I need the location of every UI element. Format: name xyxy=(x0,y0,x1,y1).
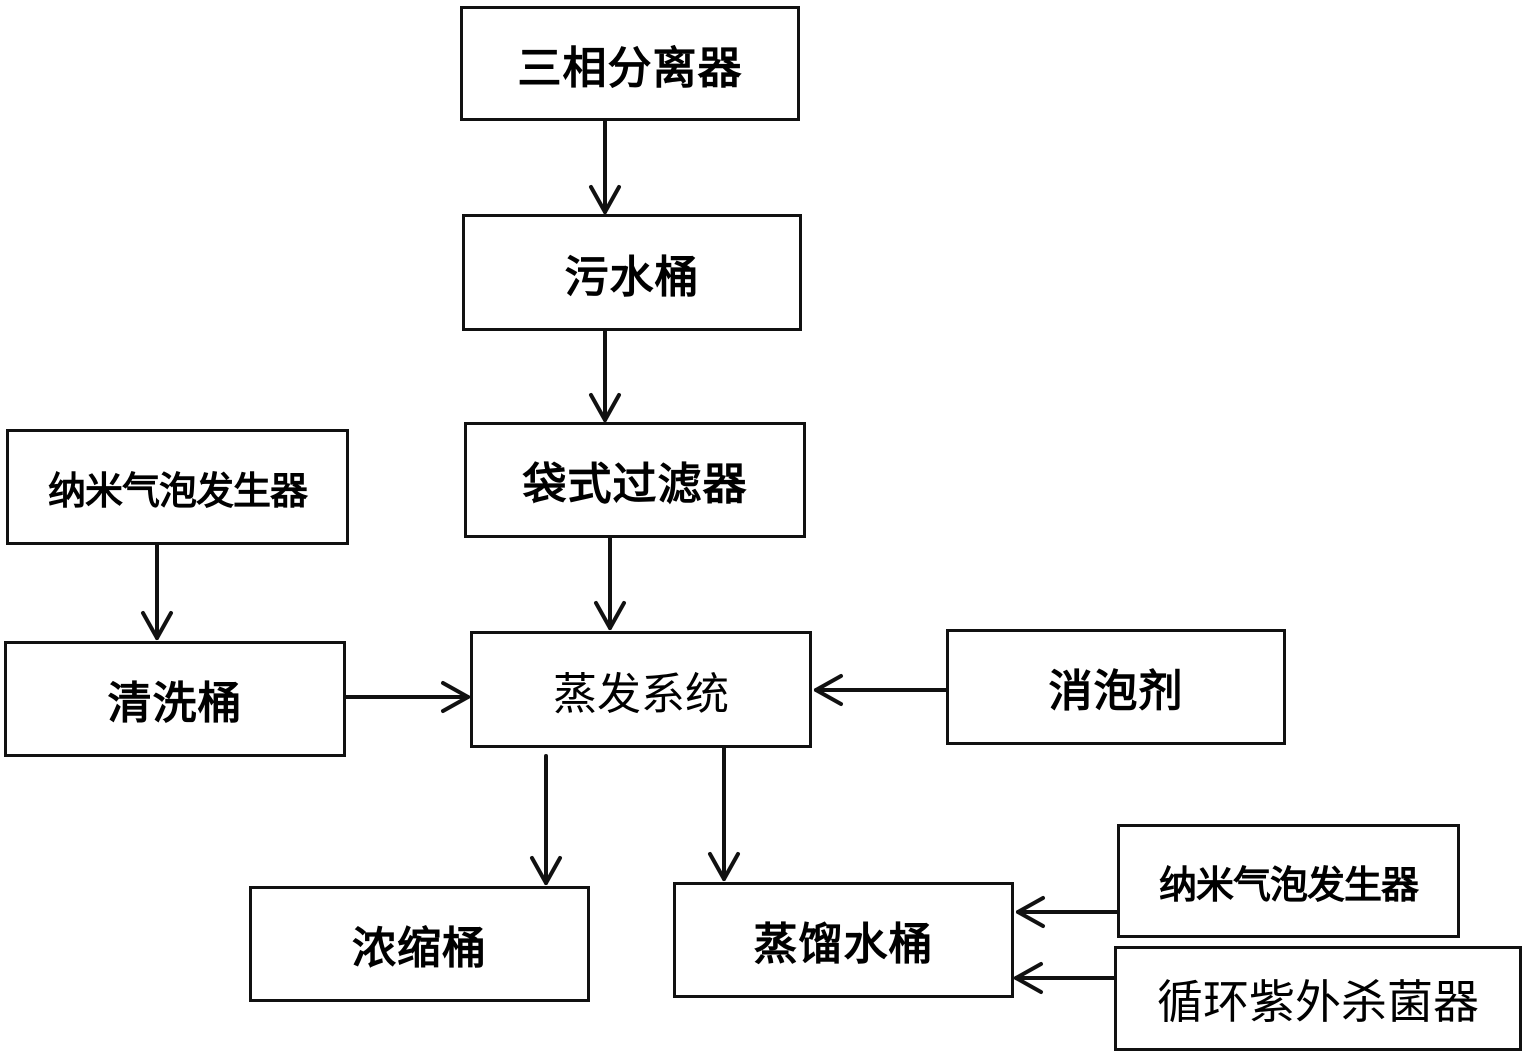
node-bag-filter: 袋式过滤器 xyxy=(464,422,806,538)
arrow-nanobubble-to-cleaning xyxy=(141,543,173,640)
node-label: 蒸馏水桶 xyxy=(753,919,934,970)
arrow-nanobubble2-to-distilled xyxy=(1016,896,1119,928)
node-label: 浓缩桶 xyxy=(352,923,487,974)
arrow-separator-to-sewage xyxy=(589,119,621,214)
arrow-evaporation-to-concentrate xyxy=(530,754,562,885)
node-defoamer: 消泡剂 xyxy=(946,629,1286,745)
node-label: 袋式过滤器 xyxy=(522,459,748,510)
node-label: 消泡剂 xyxy=(1048,666,1184,717)
arrow-cleaning-to-evaporation xyxy=(344,681,470,713)
arrow-sewage-to-filter xyxy=(589,329,621,422)
node-sewage-bucket: 污水桶 xyxy=(462,214,802,331)
arrow-defoamer-to-evaporation xyxy=(814,674,948,706)
node-cleaning-bucket: 清洗桶 xyxy=(4,641,346,757)
node-label: 蒸发系统 xyxy=(553,668,729,720)
arrow-uv-to-distilled xyxy=(1014,962,1119,994)
arrow-filter-to-evaporation xyxy=(594,536,626,630)
node-concentrate-bucket: 浓缩桶 xyxy=(249,886,590,1002)
node-label: 纳米气泡发生器 xyxy=(47,468,308,513)
arrow-evaporation-to-distilled xyxy=(708,746,740,881)
node-label: 清洗桶 xyxy=(107,678,243,729)
node-nano-bubble-generator-2: 纳米气泡发生器 xyxy=(1117,824,1460,938)
node-three-phase-separator: 三相分离器 xyxy=(460,6,800,121)
node-label: 循环紫外杀菌器 xyxy=(1157,974,1479,1029)
node-nano-bubble-generator-1: 纳米气泡发生器 xyxy=(6,429,349,545)
node-distilled-water-bucket: 蒸馏水桶 xyxy=(673,882,1014,998)
node-uv-sterilizer: 循环紫外杀菌器 xyxy=(1114,946,1522,1051)
node-label: 纳米气泡发生器 xyxy=(1158,862,1419,907)
node-evaporation-system: 蒸发系统 xyxy=(470,631,812,748)
node-label: 三相分离器 xyxy=(517,42,743,94)
node-label: 污水桶 xyxy=(564,251,700,303)
